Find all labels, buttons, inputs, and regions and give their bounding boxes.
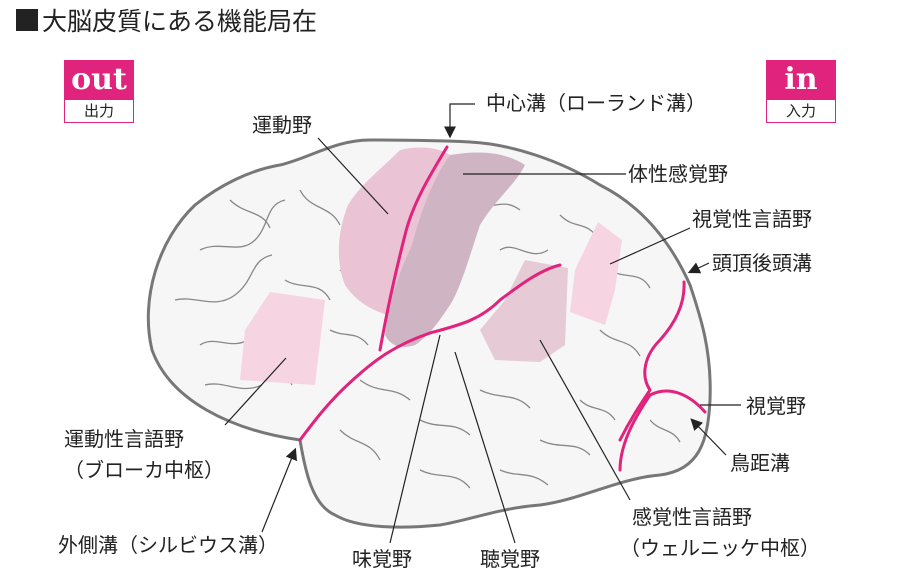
sensory-language-area-label: 感覚性言語野 (632, 505, 752, 529)
title-text: 大脳皮質にある機能局在 (42, 7, 318, 36)
calcarine-sulcus-line (618, 389, 707, 472)
visual-area-label: 視覚野 (746, 394, 806, 418)
calcarine-sulcus-label: 鳥距溝 (730, 451, 790, 475)
broca-label: （ブローカ中枢） (64, 458, 224, 482)
visual-language-area-label: 視覚性言語野 (692, 207, 812, 231)
in-tag-top: in (766, 60, 836, 100)
out-tag: out 出力 (64, 60, 134, 123)
motor-area-label: 運動野 (252, 113, 312, 137)
visual-language-area-region (570, 222, 622, 325)
out-tag-top: out (64, 60, 134, 100)
motor-language-area-label: 運動性言語野 (64, 427, 184, 451)
square-bullet-icon (16, 9, 38, 31)
in-tag: in 入力 (766, 60, 836, 123)
leader-lines (224, 103, 741, 544)
central-sulcus-label: 中心溝（ローランド溝） (486, 91, 706, 115)
wernicke-label: （ウェルニッケ中枢） (620, 536, 820, 560)
page-title: 大脳皮質にある機能局在 (16, 2, 317, 38)
sulci (298, 145, 707, 472)
somatosensory-area-label: 体性感覚野 (628, 162, 728, 186)
in-tag-bottom: 入力 (766, 100, 836, 123)
gustatory-area-label: 味覚野 (352, 547, 412, 571)
parieto-occipital-sulcus-label: 頭頂後頭溝 (712, 251, 812, 275)
out-tag-bottom: 出力 (64, 100, 134, 123)
parieto-occipital-sulcus-line (618, 280, 686, 442)
central-sulcus-line (378, 145, 449, 352)
somatosensory-area-region (385, 152, 525, 347)
lateral-sulcus-label: 外側溝（シルビウス溝） (58, 533, 278, 557)
sensory-language-area-region (480, 260, 568, 362)
auditory-area-label: 聴覚野 (480, 547, 540, 571)
lateral-sulcus-line (298, 263, 562, 442)
motor-language-area-region (240, 292, 325, 385)
